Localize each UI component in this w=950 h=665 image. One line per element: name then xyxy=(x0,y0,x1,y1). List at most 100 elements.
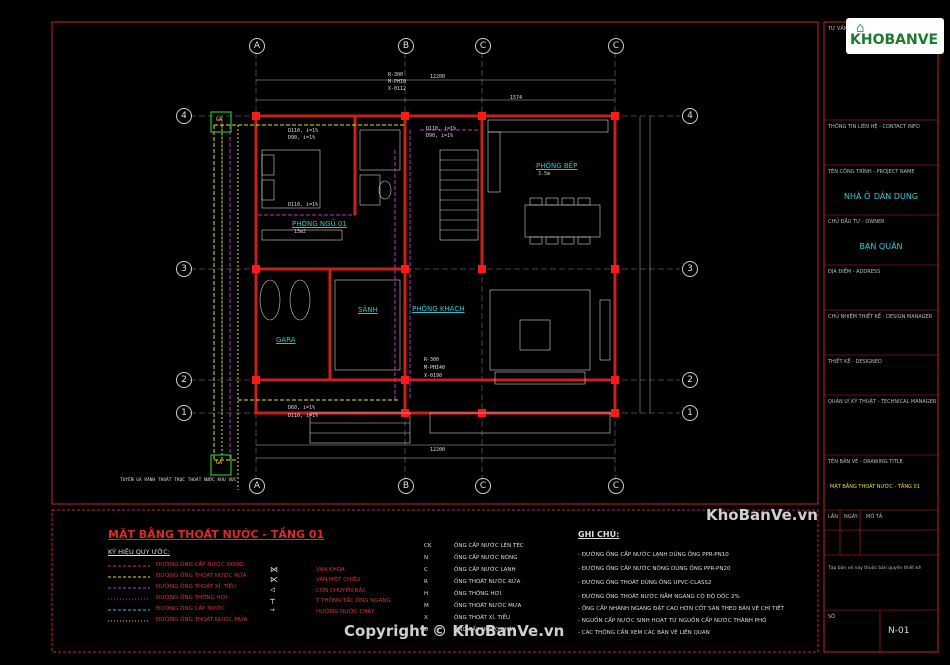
tb-owner: BẠN QUÂN xyxy=(859,242,903,251)
axis-4-left: 4 xyxy=(176,108,192,124)
legend-line-3: ĐƯỜNG ỐNG THOÁT XÍ, TIỂU xyxy=(156,584,237,590)
pipes xyxy=(213,124,480,490)
ga-label-top: GA xyxy=(216,117,223,123)
tb-project-label: TÊN CÔNG TRÌNH - PROJECT NAME xyxy=(828,169,915,175)
title-block-lines xyxy=(824,119,938,652)
tb-drawing: MẶT BẰNG THOÁT NƯỚC - TẦNG 01 xyxy=(830,484,920,490)
outer-border xyxy=(51,21,819,505)
legend-valve-4: T THÔNG TẮC ỐNG NGANG xyxy=(316,598,391,604)
code-c: C xyxy=(424,567,428,573)
valve-symbols: ⋈⋉◁┬→ xyxy=(270,565,278,614)
structural-columns xyxy=(252,112,619,417)
axis-1-right: 1 xyxy=(682,405,698,421)
axis-c-bottom: C xyxy=(475,478,491,494)
legend-line-2: ĐƯỜNG ỐNG THOÁT NƯỚC RỬA xyxy=(156,573,247,579)
code-x: X xyxy=(424,615,428,621)
dim-top: 12200 xyxy=(430,74,446,80)
notes-title: GHI CHÚ: xyxy=(578,530,620,539)
legend-valve-5: HƯỚNG NƯỚC CHẢY xyxy=(316,609,375,615)
axis-3-right: 3 xyxy=(682,261,698,277)
tb-chief-label: CHỦ NHIỆM THIẾT KẾ - DESIGN MANAGER xyxy=(828,314,933,320)
axis-c-top: C xyxy=(475,38,491,54)
tb-rev: LẦN xyxy=(828,514,838,520)
room-kitchen: PHÒNG BẾP xyxy=(536,162,578,170)
axis-2-left: 2 xyxy=(176,372,192,388)
legend-line-6: ĐƯỜNG ỐNG THOÁT NƯỚC MƯA xyxy=(156,617,248,623)
legend-lines xyxy=(108,565,150,622)
room-garage: GARA xyxy=(276,336,296,344)
note-3: - ĐƯỜNG ỐNG THOÁT DÙNG ỐNG UPVC-CLASS2 xyxy=(578,580,712,586)
dim-bottom: 12200 xyxy=(430,447,446,453)
pipe-tag-d5: D110, i=1% xyxy=(288,202,319,208)
house-icon: ⌂ xyxy=(856,20,865,36)
sewer-note: TUYẾN GA RÃNH THOÁT TRỤC THOÁT NƯỚC KHU … xyxy=(120,478,237,483)
legend-line-1: ĐƯỜNG ỐNG CẤP NƯỚC NÓNG xyxy=(156,562,244,568)
note-1: - ĐƯỜNG ỐNG CẤP NƯỚC LẠNH DÙNG ỐNG PPR-P… xyxy=(578,552,729,558)
pipe-tag-d1: D110, i=1% xyxy=(288,128,319,134)
axis-c2-top: C xyxy=(608,38,624,54)
dim-mid: 1574 xyxy=(510,95,523,101)
code-n-text: ỐNG CẤP NƯỚC NÓNG xyxy=(454,555,518,561)
tb-small-note: Tập bản vẽ này thuộc bản quyền thiết kế xyxy=(828,566,921,571)
tb-consultant: THÔNG TIN LIÊN HỆ - CONTACT INFO xyxy=(828,124,920,130)
room-bedroom-sub: 13m2 xyxy=(294,229,307,235)
axis-2-right: 2 xyxy=(682,372,698,388)
axis-a-top: A xyxy=(249,38,265,54)
code-m-text: ỐNG THOÁT NƯỚC MƯA xyxy=(454,603,522,609)
ga-boxes xyxy=(210,111,232,476)
axis-1-left: 1 xyxy=(176,405,192,421)
legend-line-4: ĐƯỜNG ỐNG THÔNG HƠI xyxy=(156,595,228,601)
legend-valve-3: CÔN CHUYỂN BẬC xyxy=(316,588,367,594)
logo-text: KHOBANVE xyxy=(850,32,939,48)
furniture xyxy=(259,119,611,444)
code-d: D xyxy=(424,627,429,633)
pipe-tag-r2: R-300 xyxy=(424,357,440,363)
room-living: PHÒNG KHÁCH xyxy=(412,305,465,313)
axis-c2-bottom: C xyxy=(608,478,624,494)
title-block-border xyxy=(823,21,939,653)
axis-3-left: 3 xyxy=(176,261,192,277)
legend-line-5: ĐƯỜNG ỐNG CẤP NƯỚC xyxy=(156,606,225,612)
pipe-tag-d7: D110, i=1% xyxy=(288,413,319,419)
code-ck-text: ỐNG CẤP NƯỚC LÊN TÉC xyxy=(454,543,524,549)
tb-no-label: SỐ xyxy=(828,614,836,620)
room-kitchen-sub: 3.5m xyxy=(538,171,551,177)
room-bedroom: PHÒNG NGỦ 01 xyxy=(292,220,347,228)
tb-design-label: THIẾT KẾ - DESIGNED xyxy=(828,359,882,365)
logo-box: ⌂ KHOBANVE xyxy=(846,18,944,54)
pipe-tag-r1: R-300 xyxy=(388,72,404,78)
watermark-site: KhoBanVe.vn xyxy=(706,506,818,524)
tb-project: NHÀ Ở DÂN DỤNG xyxy=(843,192,919,201)
tb-drawing-label: TÊN BẢN VẼ - DRAWING TITLE xyxy=(828,459,903,465)
axis-b-top: B xyxy=(398,38,414,54)
tb-check-label: QUẢN LÝ KỸ THUẬT - TECHNICAL MANAGER xyxy=(828,399,937,405)
note-5: - ỐNG CẤP NHÁNH NGANG ĐẶT CAO HƠN CỐT SÀ… xyxy=(578,606,784,612)
axis-b-bottom: B xyxy=(398,478,414,494)
code-r: R xyxy=(424,579,428,585)
tb-owner-label: CHỦ ĐẦU TƯ - OWNER xyxy=(828,219,885,225)
legend-subtitle: KÝ HIỆU QUY ƯỚC: xyxy=(108,548,170,556)
legend-border xyxy=(51,509,819,653)
tb-desc: MÔ TẢ xyxy=(866,514,883,520)
note-2: - ĐƯỜNG ỐNG CẤP NƯỚC NÓNG DÙNG ỐNG PPR-P… xyxy=(578,566,731,572)
pipe-tag-d6: D60, i=1% xyxy=(288,405,316,411)
axis-4-right: 4 xyxy=(682,108,698,124)
pipe-tag-r2c: X-0190 xyxy=(424,373,443,379)
code-r-text: ỐNG THOÁT NƯỚC RỬA xyxy=(454,579,521,585)
pipe-tag-r1b: M-PHI0 xyxy=(388,79,407,85)
tb-date: NGÀY xyxy=(844,514,858,520)
note-7: - CÁC THÔNG CẦN XEM CÁC BẢN VẼ LIÊN QUAN xyxy=(578,630,710,636)
pipe-tag-r2b: M-PHI40 xyxy=(424,365,446,371)
axis-a-bottom: A xyxy=(249,478,265,494)
note-4: - ĐƯỜNG ỐNG THOÁT NƯỚC NẰM NGANG CÓ ĐỘ D… xyxy=(578,594,740,600)
code-m: M xyxy=(424,603,429,609)
legend-valve-2: VAN MỘT CHIỀU xyxy=(316,577,361,583)
note-6: - NGUỒN CẤP NƯỚC SINH HOẠT TỪ NGUỒN CẤP … xyxy=(578,618,767,624)
room-hall: SẢNH xyxy=(358,306,378,314)
code-h-text: ỐNG THÔNG HƠI xyxy=(454,591,502,597)
pipe-tag-d2: D90, i=1% xyxy=(288,135,316,141)
ga-label-bottom: GA xyxy=(216,460,223,466)
legend-title: MẶT BẰNG THOÁT NƯỚC - TẦNG 01 xyxy=(108,528,325,541)
tb-sheet-no: N-01 xyxy=(888,626,910,636)
